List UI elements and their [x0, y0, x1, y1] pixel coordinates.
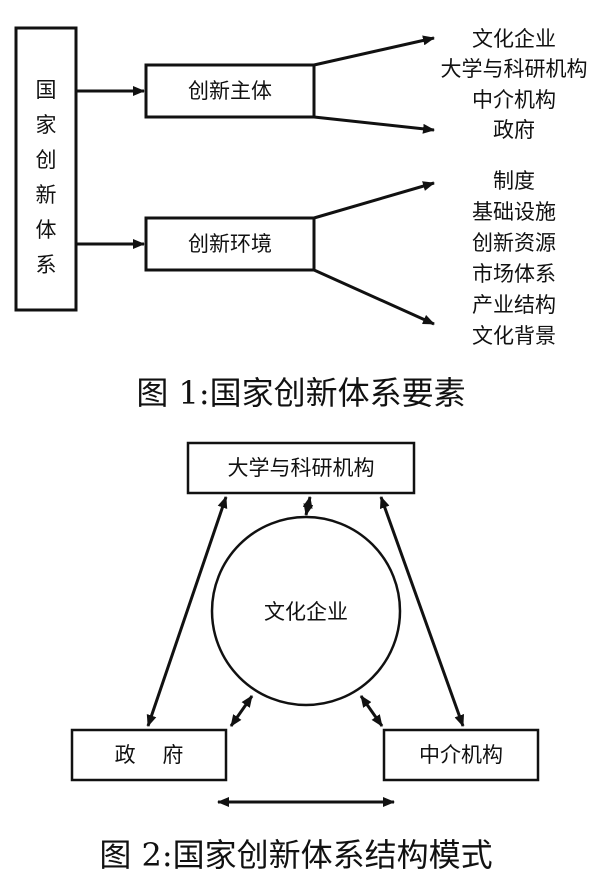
- root-box: [14, 26, 78, 312]
- subject-item-list: 文化企业 大学与科研机构 中介机构 政府: [441, 27, 588, 142]
- root-label: 国家创新体系: [36, 78, 57, 277]
- environment-item-list: 制度 基础设施 创新资源 市场体系 产业结构 文化背景: [472, 169, 556, 348]
- center-circle-label: 文化企业: [264, 600, 348, 624]
- figure-1-caption: 图 1:国家创新体系要素: [136, 374, 465, 412]
- arrow-circle-right: [359, 695, 384, 727]
- right-box: [382, 728, 540, 782]
- right-box-label: 中介机构: [419, 743, 503, 767]
- arrow-environment-down: [313, 268, 435, 326]
- figure-2-caption: 图 2:国家创新体系结构模式: [99, 836, 492, 874]
- figure-1: 国家创新体系 创新主体 创新环境 文化企业 大学与科研机构 中介机构 政府 制度…: [14, 26, 588, 412]
- subject-item: 文化企业: [472, 27, 556, 51]
- arrow-top-left: [146, 496, 228, 727]
- left-box-label: 政 府: [115, 743, 184, 767]
- environment-box: [144, 216, 316, 272]
- environment-item: 文化背景: [472, 324, 556, 348]
- subject-box-label: 创新主体: [188, 79, 272, 103]
- top-box: [186, 441, 416, 495]
- environment-item: 创新资源: [472, 231, 556, 255]
- figure-2: 大学与科研机构 文化企业 政 府 中介机构 图 2:国家创新体系结构模式: [70, 441, 540, 874]
- arrow-top-right: [379, 496, 465, 727]
- environment-item: 制度: [493, 169, 535, 193]
- subject-item: 政府: [493, 118, 535, 142]
- arrow-subject-up: [313, 35, 435, 67]
- subject-item: 大学与科研机构: [441, 57, 588, 81]
- arrow-circle-left: [229, 695, 254, 727]
- arrow-environment-up: [313, 181, 435, 220]
- left-box: [70, 728, 228, 782]
- subject-item: 中介机构: [472, 88, 556, 112]
- subject-box: [144, 63, 316, 119]
- environment-box-label: 创新环境: [188, 232, 272, 256]
- top-box-label: 大学与科研机构: [228, 456, 375, 480]
- environment-item: 市场体系: [472, 262, 556, 286]
- arrow-subject-down: [313, 115, 435, 134]
- environment-item: 产业结构: [472, 293, 556, 317]
- arrow-top-circle: [302, 496, 314, 516]
- environment-item: 基础设施: [472, 200, 556, 224]
